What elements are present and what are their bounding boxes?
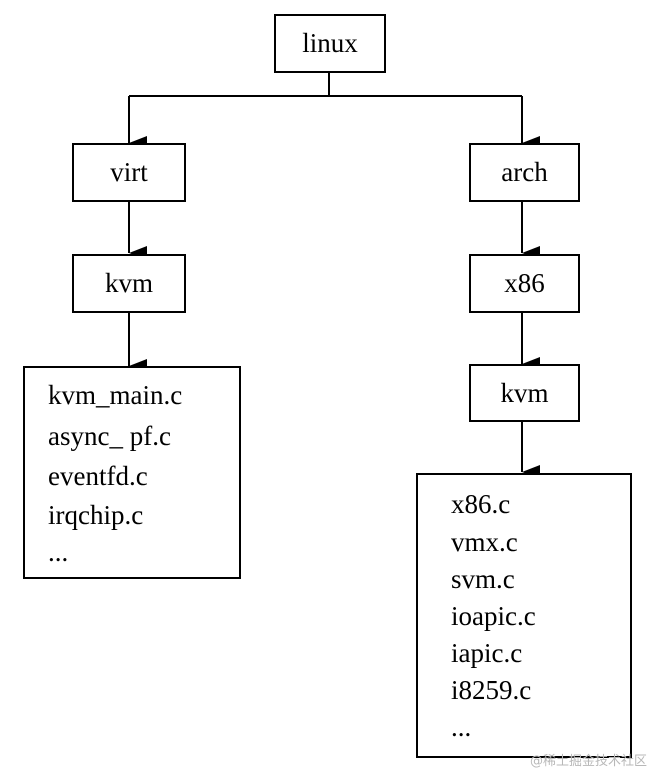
left-file-list: kvm_main.c async_ pf.c eventfd.c irqchip… xyxy=(23,366,241,579)
node-x86-kvm: kvm xyxy=(469,364,580,422)
list-item: svm.c xyxy=(451,564,515,594)
list-item: i8259.c xyxy=(451,675,532,705)
list-item: kvm_main.c xyxy=(48,380,183,410)
node-x86: x86 xyxy=(469,254,580,313)
list-item: vmx.c xyxy=(451,527,518,557)
list-item: x86.c xyxy=(451,489,511,519)
list-item: ioapic.c xyxy=(451,601,536,631)
node-arch: arch xyxy=(469,143,580,202)
list-item: async_ pf.c xyxy=(48,421,171,451)
right-file-list: x86.c vmx.c svm.c ioapic.c iapic.c i8259… xyxy=(416,473,632,758)
list-item: iapic.c xyxy=(451,638,523,668)
list-item: irqchip.c xyxy=(48,500,144,530)
node-virt: virt xyxy=(72,143,186,202)
watermark: @稀土掘金技术社区 xyxy=(529,754,647,769)
node-virt-kvm: kvm xyxy=(72,254,186,313)
node-linux: linux xyxy=(274,14,386,73)
list-item: ... xyxy=(451,712,472,742)
list-item: ... xyxy=(48,537,69,567)
list-item: eventfd.c xyxy=(48,461,148,491)
